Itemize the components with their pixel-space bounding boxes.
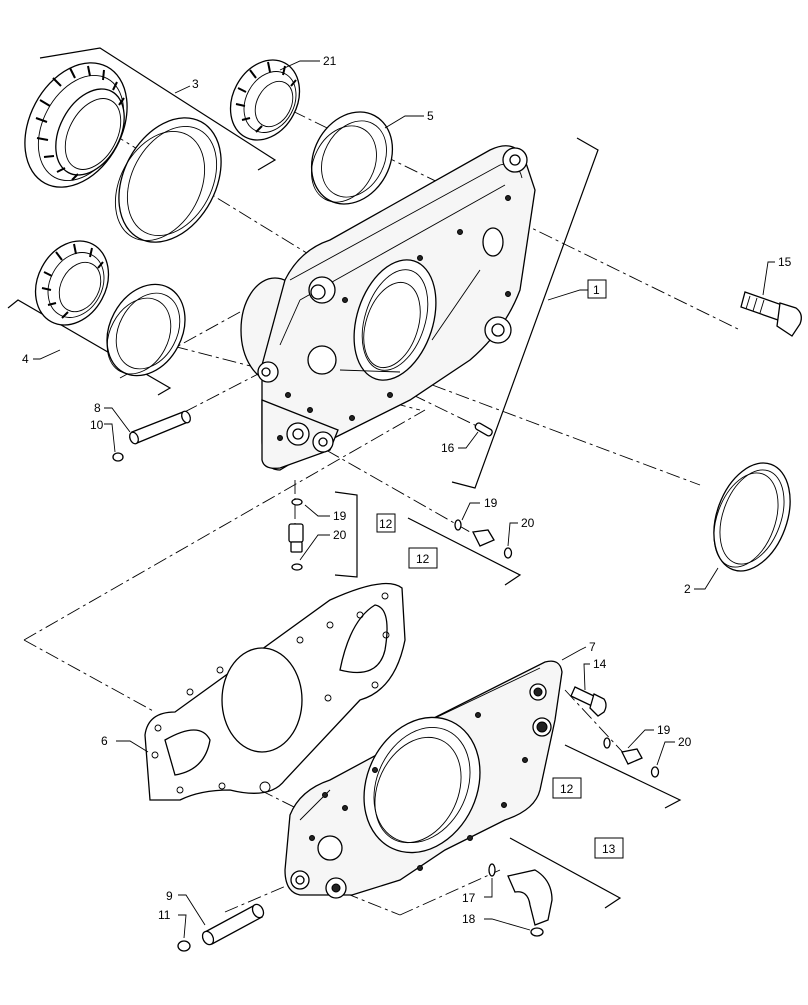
callout-1: 1 [593, 283, 600, 297]
callout-20c: 20 [678, 735, 692, 749]
bolt-15 [740, 291, 802, 337]
fitting-right [454, 519, 513, 559]
callout-12c: 12 [560, 782, 574, 796]
oring-11 [177, 940, 191, 952]
fitting-lower [603, 737, 660, 778]
bearing-cup-large [114, 117, 222, 243]
callout-2: 2 [684, 582, 691, 596]
seal-ring-2 [713, 462, 791, 572]
bearing-cone-mid [34, 240, 110, 326]
callout-12b: 12 [416, 552, 430, 566]
callout-19a: 19 [484, 496, 498, 510]
callout-8: 8 [94, 401, 101, 415]
callout-19b: 19 [333, 509, 347, 523]
fitting-center [288, 498, 304, 571]
callout-13: 13 [602, 842, 616, 856]
callout-21: 21 [323, 54, 337, 68]
callout-4: 4 [22, 352, 29, 366]
callout-15: 15 [778, 255, 792, 269]
callout-17: 17 [462, 891, 476, 905]
leader-lines [33, 60, 775, 939]
callout-18: 18 [462, 912, 476, 926]
bearing-cone-small [229, 59, 301, 141]
callout-9: 9 [166, 889, 173, 903]
callout-12a: 12 [379, 517, 393, 531]
callout-11: 11 [158, 908, 171, 922]
group-brackets [7, 47, 682, 909]
bearing-cup-small [310, 111, 394, 205]
dowel-pin-16 [474, 422, 493, 437]
elbow-fitting [488, 863, 553, 937]
callout-5: 5 [427, 109, 434, 123]
bearing-cone-large [24, 62, 128, 188]
cover-plate-7 [284, 660, 563, 899]
callout-boxes [376, 279, 624, 859]
callout-16: 16 [441, 441, 455, 455]
gasket-6 [144, 582, 406, 801]
callout-20a: 20 [521, 516, 535, 530]
callout-14: 14 [593, 657, 607, 671]
callout-19c: 19 [657, 723, 671, 737]
callout-7: 7 [589, 640, 596, 654]
bolt-14 [570, 686, 607, 717]
callout-3: 3 [192, 77, 199, 91]
callout-10: 10 [90, 418, 104, 432]
pin-8 [129, 410, 191, 445]
gear-housing [240, 145, 536, 471]
callout-20b: 20 [333, 528, 347, 542]
bearing-cup-mid [106, 283, 186, 377]
callout-6: 6 [101, 734, 108, 748]
pin-9 [201, 903, 265, 946]
callout-labels: 1 2 3 4 5 6 7 8 9 10 11 12 12 12 13 14 1… [22, 54, 792, 926]
oring-10 [112, 452, 124, 462]
